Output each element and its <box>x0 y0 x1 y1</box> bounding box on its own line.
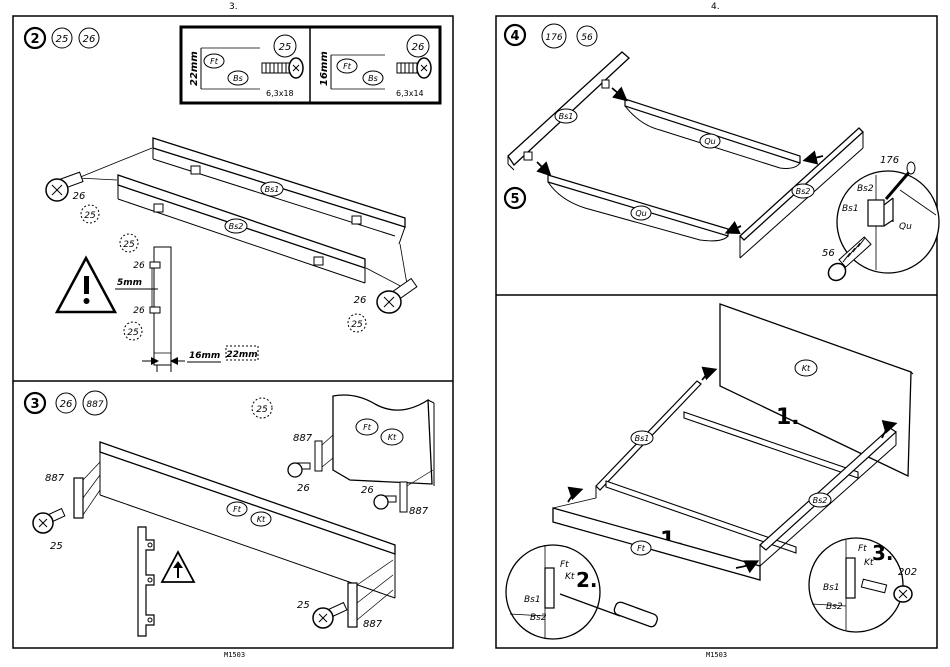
step-5-detail-right-ft: Ft <box>858 544 867 554</box>
step-3-number: 3 <box>30 397 39 412</box>
step-5-detail-left-bs1: Bs1 <box>524 595 541 605</box>
side-detail-thickness-alt: 22mm <box>226 350 257 360</box>
step-3-right-screw-icon <box>313 603 347 628</box>
screwdriver-icon <box>613 601 659 628</box>
step-5-detail-left <box>506 545 659 639</box>
side-detail-part-top: 26 <box>133 261 145 271</box>
head-bracket-left: 887 <box>293 433 313 444</box>
step-2-part-2: 26 <box>83 34 96 45</box>
left-page-frame <box>13 16 453 648</box>
step-5-detail-right-bs2: Bs2 <box>826 602 843 612</box>
step-3-screw-right: 25 <box>297 600 310 611</box>
inset-left-part: 25 <box>279 42 292 53</box>
inset-left-dimension: 22mm <box>189 51 200 86</box>
step-2-right-screw-alt: 25 <box>351 320 363 330</box>
head-bracket-right: 887 <box>409 506 429 517</box>
step-4-number: 4 <box>510 29 519 44</box>
inset-right-part: 26 <box>412 42 425 53</box>
inset-right-bs: Bs <box>368 74 378 83</box>
head-board-kt: Kt <box>388 433 397 442</box>
inset-left-screw-size: 6,3x18 <box>266 89 294 98</box>
inset-right-ft: Ft <box>343 62 352 71</box>
step-5-head-kt: Kt <box>802 364 811 373</box>
step-4-detail-bs2: Bs2 <box>857 184 874 194</box>
step-4-part-2: 56 <box>581 33 593 43</box>
step-5-foot-ft: Ft <box>637 544 646 553</box>
board-bs1-label: Bs1 <box>265 185 280 194</box>
side-detail-part-bottom: 26 <box>133 306 145 316</box>
step-4-detail-bs1: Bs1 <box>842 204 859 214</box>
step-4-detail-tool: 176 <box>880 155 899 166</box>
step-5-number: 5 <box>510 192 519 207</box>
step-3: 3 26 887 25 Ft Kt 887 25 <box>25 391 434 636</box>
foot-board-ft: Ft <box>233 505 242 514</box>
rail-bs1-label: Bs1 <box>559 112 574 121</box>
step-5-detail-left-ft: Ft <box>560 560 569 570</box>
step-5-detail-left-kt: Kt <box>565 572 575 582</box>
step-3-bracket-right-icon <box>348 583 357 627</box>
step-5-order-back: 1. <box>776 405 800 430</box>
step-2-number: 2 <box>30 32 39 47</box>
step-4-part-1: 176 <box>545 33 562 43</box>
step-3-part-2: 887 <box>86 400 103 410</box>
step-2-part-1: 25 <box>56 34 69 45</box>
inset-left-ft: Ft <box>210 57 219 66</box>
head-board-ft: Ft <box>363 423 372 432</box>
step-3-bracket-left: 887 <box>45 473 65 484</box>
bracket-orientation-detail <box>138 527 154 636</box>
step-2-left-screw-alt: 25 <box>84 211 96 221</box>
step-5-head-board <box>720 304 913 476</box>
head-right-screw-icon <box>374 495 396 509</box>
step-5-detail-right-kt: Kt <box>864 558 874 568</box>
step-4-detail-screw: 56 <box>822 248 835 259</box>
step-5-rail-bs1-label: Bs1 <box>635 434 650 443</box>
side-detail-alt-bottom: 25 <box>127 328 139 338</box>
step-5-detail-left-bs2: Bs2 <box>530 613 547 623</box>
step-5-detail-right-order: 3. <box>872 541 894 565</box>
step-5-detail-right-part: 202 <box>898 567 917 578</box>
step-3-bracket-left-icon <box>74 478 83 518</box>
inset-right-dimension: 16mm <box>319 51 330 86</box>
head-left-screw-icon <box>288 463 310 477</box>
step-5-detail-right-bs1: Bs1 <box>823 583 840 593</box>
step-3-part-1: 26 <box>60 399 73 410</box>
side-detail-alt-top: 25 <box>123 240 135 250</box>
head-screw-left: 26 <box>297 483 310 494</box>
foot-board-kt: Kt <box>257 515 266 524</box>
step-4-detail-qu: Qu <box>899 222 912 232</box>
step-2: 2 25 26 22mm Ft Bs 25 6,3x18 16mm <box>25 27 440 372</box>
step-5-rail-bs2-label: Bs2 <box>813 496 828 505</box>
cross-bar-top-label: Qu <box>704 137 715 146</box>
step-2-left-screw-part: 26 <box>73 191 86 202</box>
step-3-left-screw-icon <box>33 509 65 533</box>
head-screw-right: 26 <box>361 485 374 496</box>
step-3-bracket-right: 887 <box>363 619 383 630</box>
direction-up-icon <box>162 552 194 582</box>
inset-left-bs: Bs <box>233 74 243 83</box>
cross-bar-bottom-label: Qu <box>635 209 646 218</box>
step-4: 4 176 56 Bs1 Qu Qu <box>505 24 939 284</box>
side-detail-thickness: 16mm <box>189 351 220 361</box>
step-5-detail-left-order: 2. <box>576 568 598 592</box>
board-bs2-label: Bs2 <box>229 222 244 231</box>
inset-right-screw-size: 6,3x14 <box>396 89 424 98</box>
rail-bs2-label: Bs2 <box>796 187 811 196</box>
step-3-screw-left: 25 <box>50 541 63 552</box>
warning-icon <box>57 258 115 312</box>
step-2-right-screw-part: 26 <box>354 295 367 306</box>
step-3-alt-part: 25 <box>256 405 268 415</box>
side-detail-gap: 5mm <box>117 278 142 288</box>
